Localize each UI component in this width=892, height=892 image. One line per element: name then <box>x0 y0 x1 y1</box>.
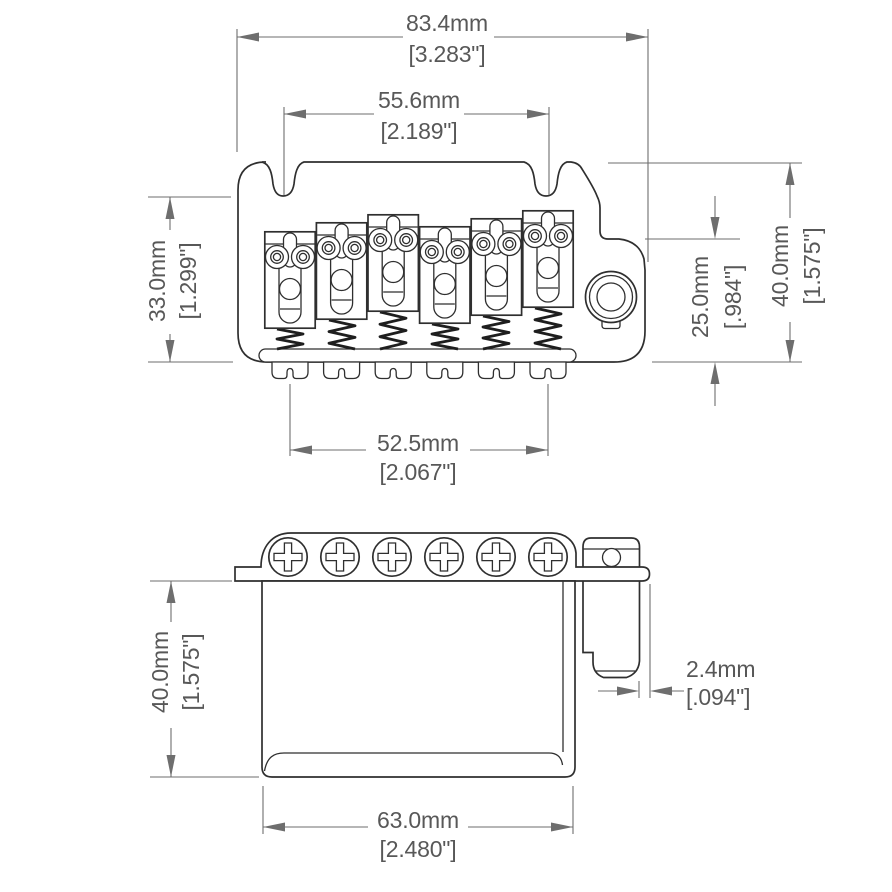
string-tab <box>477 361 516 380</box>
mounting-screw <box>475 536 517 578</box>
side-view: 40.0mm [1.575"] 2.4mm [.094"] 63.0mm [2.… <box>147 532 755 862</box>
label-edge-offset-in: [.094"] <box>686 684 750 710</box>
label-height-left-in: [1.299"] <box>175 243 201 320</box>
mounting-screw <box>371 536 413 578</box>
dimension-edge-offset: 2.4mm [.094"] <box>598 584 755 710</box>
label-overall-width-mm: 83.4mm <box>406 10 488 36</box>
intonation-spring <box>327 318 357 351</box>
intonation-spring <box>533 306 563 351</box>
mounting-screw <box>267 536 309 578</box>
saddle-4 <box>418 225 471 325</box>
string-tab <box>322 361 361 380</box>
mounting-screw <box>527 536 569 578</box>
label-step-height-in: [.984"] <box>720 265 746 329</box>
mounting-screw <box>319 536 361 578</box>
tremolo-arm-socket <box>584 270 638 330</box>
rear-lip <box>258 348 577 363</box>
sustain-block <box>261 580 576 778</box>
intonation-spring <box>275 327 305 351</box>
label-screw-spacing-in: [2.189"] <box>381 118 458 144</box>
string-tab <box>426 361 464 380</box>
intonation-spring <box>481 314 511 351</box>
label-block-length-mm: 63.0mm <box>377 807 459 833</box>
dimension-block-length: 63.0mm [2.480"] <box>262 786 574 862</box>
saddle-6 <box>521 209 575 309</box>
label-height-left-mm: 33.0mm <box>144 240 170 322</box>
label-string-spacing-in: [2.067"] <box>380 459 457 485</box>
label-step-height-mm: 25.0mm <box>687 256 713 338</box>
dimension-height-left: 33.0mm [1.299"] <box>144 196 233 363</box>
label-overall-depth-in: [1.575"] <box>799 228 825 305</box>
mounting-screw <box>423 536 465 578</box>
label-edge-offset-mm: 2.4mm <box>686 656 755 682</box>
dimension-step-height: 25.0mm [.984"] <box>645 196 746 406</box>
saddle-1 <box>263 230 317 330</box>
saddle-2 <box>315 221 368 321</box>
saddle-3 <box>367 213 420 313</box>
dimension-overall-width: 83.4mm [3.283"] <box>236 10 649 262</box>
string-tab <box>271 361 309 380</box>
top-view: 83.4mm [3.283"] 55.6mm [2.189"] 33.0mm [… <box>144 10 825 485</box>
label-screw-spacing-mm: 55.6mm <box>378 87 460 113</box>
dimension-string-spacing: 52.5mm [2.067"] <box>289 384 549 485</box>
rear-flange <box>582 537 641 679</box>
dimension-screw-spacing: 55.6mm [2.189"] <box>283 87 550 195</box>
label-block-length-in: [2.480"] <box>380 836 457 862</box>
intonation-spring <box>430 322 460 351</box>
string-tab <box>529 361 567 380</box>
label-string-spacing-mm: 52.5mm <box>377 430 459 456</box>
label-side-height-mm: 40.0mm <box>147 631 173 713</box>
intonation-spring <box>378 310 408 351</box>
label-side-height-in: [1.575"] <box>178 634 204 711</box>
dimension-overall-depth: 40.0mm [1.575"] <box>608 162 825 363</box>
label-overall-width-in: [3.283"] <box>409 41 486 67</box>
label-overall-depth-mm: 40.0mm <box>767 225 793 307</box>
string-tab <box>374 361 412 380</box>
dimension-side-height: 40.0mm [1.575"] <box>147 580 259 778</box>
saddle-5 <box>470 217 523 317</box>
